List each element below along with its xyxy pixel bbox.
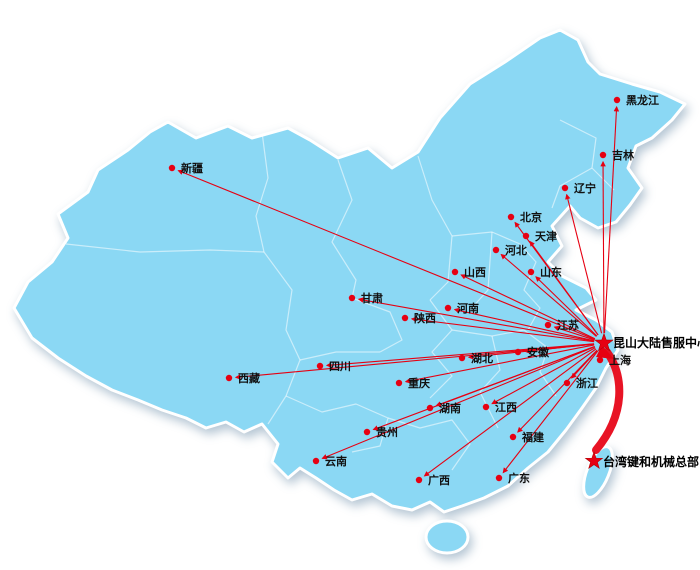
province-dot — [544, 321, 552, 329]
hub-label: 昆山大陆售服中心 — [613, 335, 700, 350]
province-dot — [426, 404, 434, 412]
service-arrow — [553, 325, 595, 341]
province-label: 辽宁 — [574, 181, 596, 195]
province-dot — [482, 403, 490, 411]
province-dot — [514, 348, 522, 356]
province-dot — [363, 428, 371, 436]
province-dot — [509, 433, 517, 441]
province-label: 四川 — [329, 360, 351, 373]
province-dot — [458, 354, 466, 362]
province-dot — [561, 184, 569, 192]
province-dot — [348, 294, 356, 302]
service-arrow — [372, 346, 595, 431]
service-arrow — [321, 346, 595, 460]
province-label: 浙江 — [576, 376, 598, 390]
service-arrow — [423, 348, 597, 477]
service-arrow — [500, 253, 597, 337]
service-arrow — [535, 276, 598, 337]
province-dot — [415, 476, 423, 484]
service-arrow — [177, 169, 595, 340]
province-label: 陕西 — [414, 311, 436, 325]
province-label: 北京 — [520, 210, 542, 224]
province-label: 重庆 — [408, 376, 430, 390]
service-arrow — [491, 347, 596, 405]
province-label: 江西 — [495, 400, 517, 414]
province-label: 山西 — [464, 265, 486, 279]
province-dot — [613, 96, 621, 104]
province-dot — [596, 356, 604, 364]
province-label: 新疆 — [181, 161, 203, 175]
province-dot — [492, 246, 500, 254]
service-arrow — [460, 274, 596, 340]
province-dot — [495, 474, 503, 482]
province-label: 吉林 — [612, 148, 634, 162]
service-arrow — [600, 160, 606, 334]
service-arrow — [410, 316, 595, 343]
province-dot — [522, 232, 530, 240]
taiwan-hq-label: 台湾键和机械总部 — [603, 454, 699, 469]
province-dot — [225, 374, 233, 382]
service-arrow — [325, 343, 595, 368]
province-label: 河北 — [505, 243, 527, 257]
province-label: 湖北 — [471, 351, 493, 365]
service-arrow — [234, 343, 595, 380]
province-label: 黑龙江 — [626, 93, 659, 107]
province-label: 江苏 — [557, 318, 579, 332]
province-dot — [401, 314, 409, 322]
service-arrow — [502, 350, 599, 474]
province-dot — [599, 151, 607, 159]
service-arrow — [357, 297, 595, 342]
mainland-outline — [12, 28, 687, 514]
province-dot — [527, 268, 535, 276]
province-label: 福建 — [521, 430, 545, 444]
service-arrow — [603, 105, 620, 334]
china-landmass — [12, 28, 687, 555]
province-dot — [451, 268, 459, 276]
province-dot — [316, 362, 324, 370]
province-label: 甘肃 — [361, 291, 383, 305]
service-arrow — [453, 307, 595, 342]
province-label: 云南 — [325, 454, 347, 468]
province-label: 安徽 — [527, 345, 550, 359]
province-dot — [507, 213, 515, 221]
province-label: 河南 — [457, 301, 479, 315]
province-label: 山东 — [540, 265, 562, 279]
service-arrow — [404, 344, 595, 384]
service-arrows — [177, 105, 620, 477]
province-dot — [563, 379, 571, 387]
taiwan-hq-star-icon — [584, 451, 604, 469]
service-arrow — [517, 349, 598, 433]
province-dots — [168, 96, 621, 484]
taiwan-island — [582, 445, 614, 499]
province-dot — [168, 164, 176, 172]
service-arrow — [565, 193, 603, 334]
province-label: 广西 — [428, 473, 450, 487]
province-dot — [395, 379, 403, 387]
province-label: 上海 — [609, 353, 631, 367]
hainan-island — [424, 519, 470, 555]
service-arrow — [529, 240, 599, 336]
hub-star-icon — [594, 332, 614, 352]
province-label: 广东 — [508, 471, 530, 485]
province-label: 天津 — [535, 229, 557, 243]
province-dot — [312, 457, 320, 465]
province-dot — [444, 304, 452, 312]
province-label: 贵州 — [376, 425, 398, 439]
province-label: 西藏 — [238, 371, 260, 385]
province-label: 湖南 — [439, 401, 461, 415]
